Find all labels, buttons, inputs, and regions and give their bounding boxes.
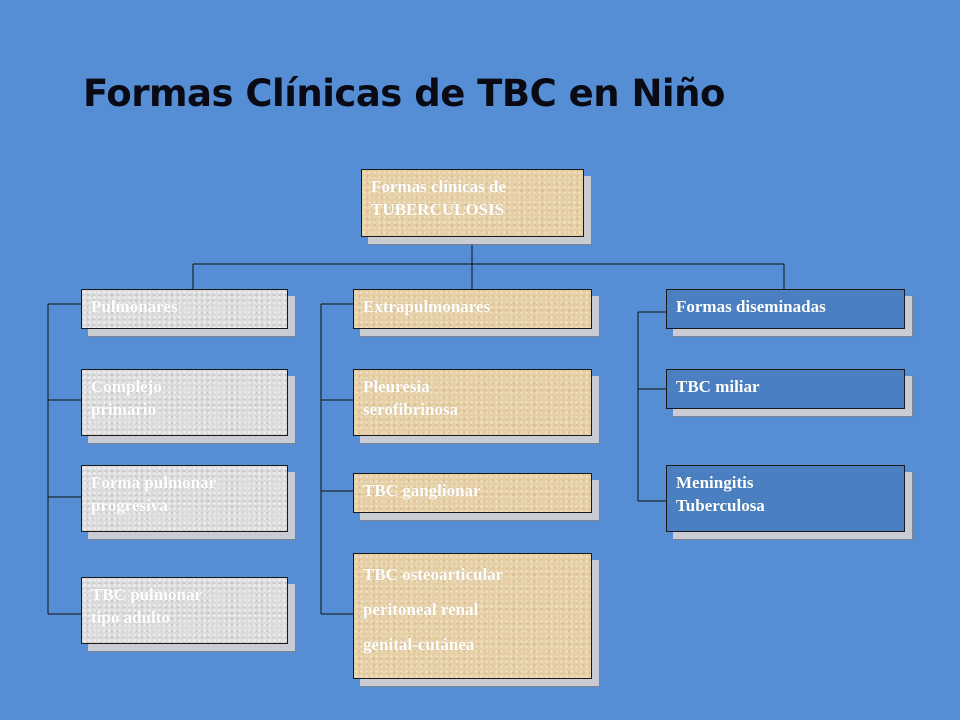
node-tbc-miliar: TBC miliar [666, 369, 905, 409]
node-line: tipo adulto [91, 607, 170, 627]
node-tbc-pulmonar-tipo-adulto: TBC pulmonar tipo adulto [81, 577, 288, 644]
node-line: Complejo [91, 377, 162, 396]
node-line: Tuberculosa [676, 495, 765, 515]
node-line: TBC pulmonar [91, 585, 202, 604]
node-line: Forma pulmonar [91, 473, 217, 492]
node-line: TBC miliar [676, 377, 760, 396]
node-forma-pulmonar-progresiva: Forma pulmonar progresiva [81, 465, 288, 532]
node-line: peritoneal renal [363, 599, 479, 619]
node-meningitis-tuberculosa: Meningitis Tuberculosa [666, 465, 905, 532]
node-line: Extrapulmonares [363, 297, 491, 316]
node-pleuresia-serofibrinosa: Pleuresia serofibrinosa [353, 369, 592, 436]
slide-title: Formas Clínicas de TBC en Niño [83, 72, 725, 115]
node-line: Meningitis [676, 473, 754, 492]
node-complejo-primario: Complejo primario [81, 369, 288, 436]
node-extrapulmonares: Extrapulmonares [353, 289, 592, 329]
node-line: progresiva [91, 495, 168, 515]
node-formas-diseminadas: Formas diseminadas [666, 289, 905, 329]
node-line: Formas diseminadas [676, 297, 826, 316]
node-line: Pulmonares [91, 297, 178, 316]
node-line: genital-cutánea [363, 634, 475, 654]
node-tbc-ganglionar: TBC ganglionar [353, 473, 592, 513]
node-line: TUBERCULOSIS [371, 199, 505, 219]
node-line: TBC osteoarticular [363, 565, 504, 584]
root-node-tuberculosis: Formas clínicas de TUBERCULOSIS [361, 169, 584, 237]
node-line: Pleuresia [363, 377, 430, 396]
node-line: Formas clínicas de [371, 177, 507, 196]
node-line: primario [91, 399, 157, 419]
node-line: serofibrinosa [363, 399, 459, 419]
node-line: TBC ganglionar [363, 481, 481, 500]
node-tbc-osteoarticular: TBC osteoarticular peritoneal renal geni… [353, 553, 592, 679]
node-pulmonares: Pulmonares [81, 289, 288, 329]
